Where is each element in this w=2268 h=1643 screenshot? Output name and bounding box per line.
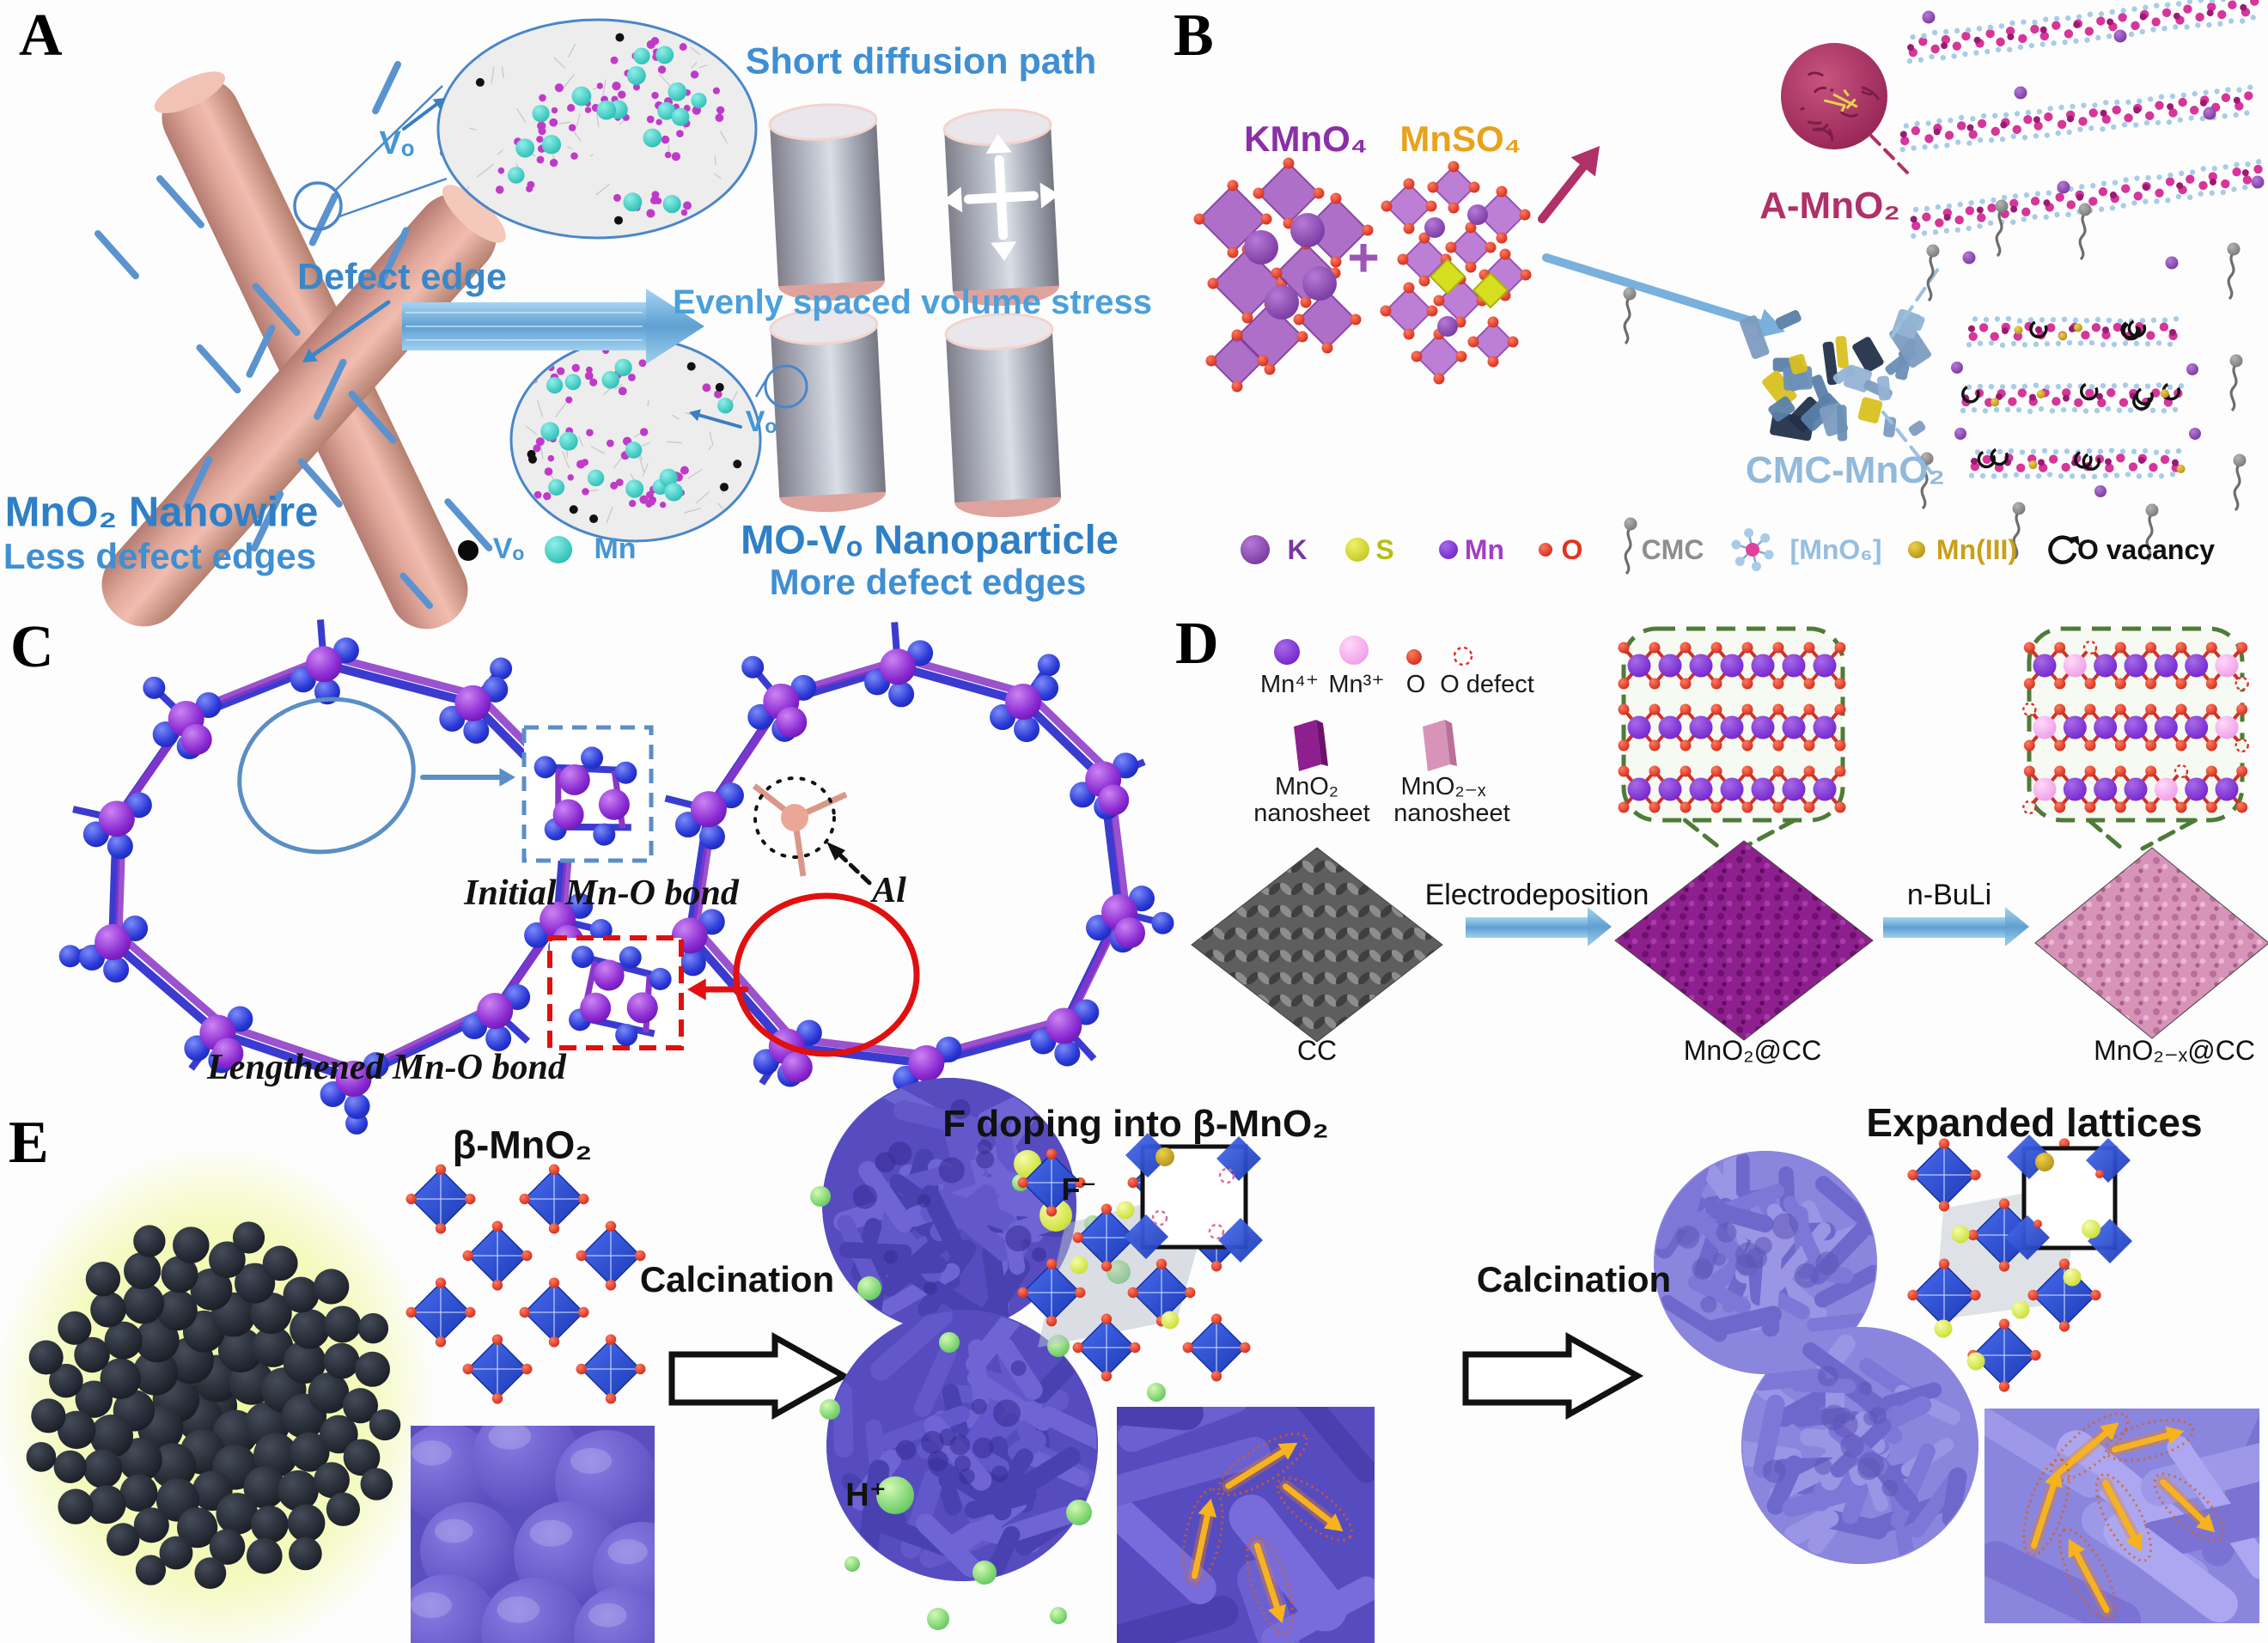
electrodeposition-process-illustration bbox=[1191, 626, 2268, 1043]
electrodeposition-arrow-label: Electrodeposition bbox=[1424, 879, 1649, 912]
oxygen-vacancy-label-top: Vₒ bbox=[379, 125, 415, 162]
legend-o-label: O bbox=[1561, 534, 1583, 566]
h-ion-label: H⁺ bbox=[845, 1477, 887, 1514]
calcination-label-2: Calcination bbox=[1476, 1258, 1672, 1299]
legend-k-label: K bbox=[1287, 534, 1308, 566]
panel-b: B KMnO₄ + MnSO₄ A-MnO₂ CMC-MnO₂ K S Mn O… bbox=[1151, 0, 2268, 610]
synthesis-route-illustration bbox=[1193, 0, 2265, 575]
nanowire-schematic-illustration bbox=[94, 18, 1062, 630]
product-cmc-mno2-label: CMC-MnO₂ bbox=[1745, 448, 1946, 491]
legend-cmc-label: CMC bbox=[1641, 534, 1704, 566]
panel-e: E β-MnO₂ Calcination F doping into β-MnO… bbox=[0, 1078, 2268, 1643]
legend-mno2x-sheet-line2: nanosheet bbox=[1393, 799, 1510, 827]
al-atom-label: Al bbox=[872, 870, 906, 910]
f-ion-label: F⁻ bbox=[1061, 1171, 1097, 1208]
defect-edge-label: Defect edge bbox=[297, 256, 507, 298]
nanowire-title: MnO₂ Nanowire bbox=[4, 489, 319, 536]
product-a-mno2-label: A-MnO₂ bbox=[1759, 184, 1900, 227]
calcination-label-1: Calcination bbox=[639, 1258, 835, 1299]
legend-mno2x-sheet-line1: MnO₂₋ₓ bbox=[1400, 772, 1486, 800]
mn-o-bond-structure-illustration bbox=[58, 619, 1174, 1135]
legend-mn3-label: Mn³⁺ bbox=[1328, 670, 1385, 698]
plus-sign: + bbox=[1347, 226, 1380, 289]
legend-o-defect-label: O defect bbox=[1440, 670, 1534, 698]
panel-e-label: E bbox=[9, 1110, 49, 1176]
short-diffusion-path-label: Short diffusion path bbox=[745, 40, 1097, 82]
legend-mno6-label: [MnO₆] bbox=[1789, 534, 1882, 566]
expanded-lattices-label: Expanded lattices bbox=[1866, 1099, 2203, 1145]
panel-a: A Vₒ Defect edge Short diffusion path Ev… bbox=[0, 0, 1153, 630]
evenly-spaced-volume-stress-label: Evenly spaced volume stress bbox=[672, 283, 1153, 321]
legend-mn4-label: Mn⁴⁺ bbox=[1259, 670, 1320, 698]
nbuli-arrow-label: n-BuLi bbox=[1906, 879, 1992, 912]
legend-mn3-label: Mn(III) bbox=[1936, 534, 2018, 566]
legend-o-label: O bbox=[1405, 670, 1426, 698]
panel-d: D Mn⁴⁺ Mn³⁺ O O defect MnO₂ nanosheet Mn… bbox=[1168, 610, 2268, 1104]
nanoparticle-subtitle: More defect edges bbox=[769, 561, 1087, 602]
f-doping-label: F doping into β-MnO₂ bbox=[942, 1102, 1329, 1145]
panel-c-label: C bbox=[10, 614, 54, 680]
panel-b-label: B bbox=[1174, 3, 1214, 69]
initial-bond-label: Initial Mn-O bond bbox=[464, 873, 739, 913]
legend-mno2-sheet-line1: MnO₂ bbox=[1274, 772, 1339, 800]
step-mno2cc-label: MnO₂@CC bbox=[1683, 1035, 1822, 1067]
panel-d-label: D bbox=[1175, 611, 1219, 677]
legend-vo-label: Vₒ bbox=[492, 532, 525, 566]
reactant-kmno4-label: KMnO₄ bbox=[1244, 118, 1368, 159]
legend-mn-label: Mn bbox=[594, 532, 637, 566]
lengthened-bond-label: Lengthened Mn-O bond bbox=[207, 1047, 566, 1087]
beta-mno2-label: β-MnO₂ bbox=[452, 1123, 593, 1167]
nanowire-subtitle: Less defect edges bbox=[3, 535, 317, 576]
legend-mn-label: Mn bbox=[1464, 534, 1505, 566]
step-mno2xcc-label: MnO₂₋ₓ@CC bbox=[2094, 1035, 2255, 1067]
reactant-mnso4-label: MnSO₄ bbox=[1399, 118, 1521, 159]
legend-o-vacancy-label: O vacancy bbox=[2076, 534, 2216, 566]
legend-s-label: S bbox=[1375, 534, 1394, 566]
oxygen-vacancy-label-bottom: Vₒ bbox=[745, 405, 777, 439]
nanoparticle-title: MO-Vₒ Nanoparticle bbox=[741, 516, 1119, 563]
panel-a-label: A bbox=[19, 3, 63, 69]
panel-c: C Initial Mn-O bond Lengthened Mn-O bond… bbox=[0, 610, 1174, 1135]
f-doping-calcination-illustration bbox=[0, 1078, 2259, 1643]
step-cc-label: CC bbox=[1296, 1035, 1338, 1067]
legend-mno2-sheet-line2: nanosheet bbox=[1253, 799, 1370, 827]
